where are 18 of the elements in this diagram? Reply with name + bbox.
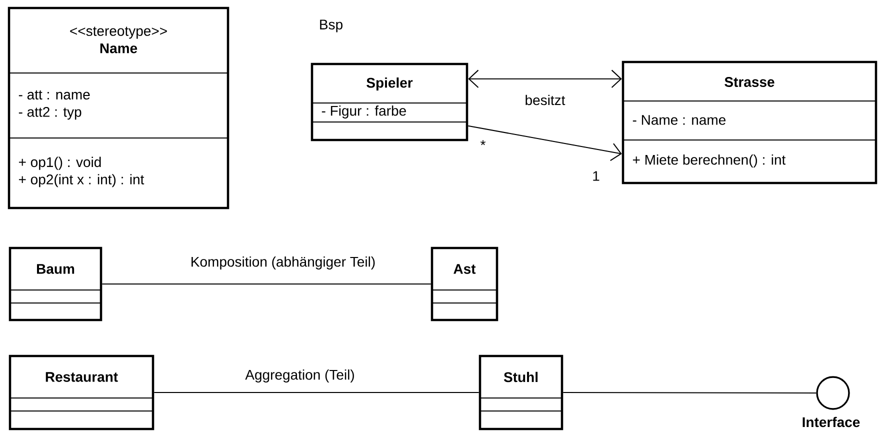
class-box: Baum (8, 246, 102, 322)
association-line (154, 392, 479, 394)
class-box: Ast (430, 246, 498, 322)
class-box: <<stereotype>> Name - att : name - att2 : typ + op1() : void + op2(int x : int) : int (8, 6, 230, 210)
multiplicity-label: * (480, 140, 486, 146)
edge-label: besitzt (523, 94, 567, 106)
association-line (468, 70, 622, 88)
class-box: Stuhl (478, 354, 564, 430)
class-box: Spieler - Figur : farbe (310, 62, 468, 142)
multiplicity-label: 1 (593, 171, 600, 181)
edge-label: Aggregation (Teil) (244, 368, 356, 384)
association-line (563, 392, 816, 394)
association-line (468, 125, 622, 162)
class-box: Strasse - Name : name + Miete berechnen() : int (622, 60, 878, 184)
class-box: Restaurant (8, 354, 154, 430)
edge-label: Komposition (abhängiger Teil) (189, 255, 377, 271)
diagram-label: Bsp (320, 20, 342, 32)
association-line (102, 283, 431, 285)
